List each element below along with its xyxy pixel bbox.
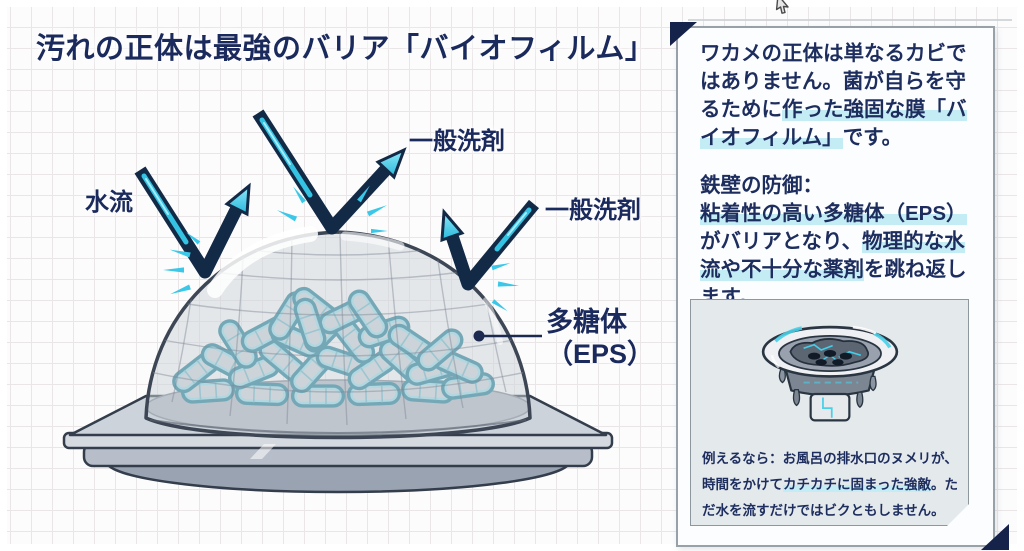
example-box: 例えるなら：お風呂の排水口のヌメリが、時間をかけてカチカチに固まった強敵。ただ水… — [690, 299, 969, 526]
intro-seg1: ワカメの正体は単なるカビではありません。菌が自らを守るために — [700, 42, 967, 121]
example-seg3: 。ただ水を流すだけではビクともしません。 — [702, 477, 958, 518]
info-panel: ワカメの正体は単なるカビではありません。菌が自らを守るために作った強固な膜「バイ… — [670, 22, 1009, 550]
defense-paragraph: 鉄壁の防御：粘着性の高い多糖体（EPS）がバリアとなり、物理的な水流や不十分な薬… — [700, 172, 972, 312]
page-title: 汚れの正体は最強のバリア「バイオフィルム」 — [36, 33, 655, 65]
intro-seg3: です。 — [842, 126, 903, 149]
label-eps-line2: （EPS） — [546, 339, 655, 370]
mouse-cursor — [775, 0, 789, 14]
example-caption: 例えるなら：お風呂の排水口のヌメリが、時間をかけてカチカチに固まった強敵。ただ水… — [691, 443, 968, 524]
label-detergent-right: 一般洗剤 — [545, 197, 641, 224]
label-eps: 多糖体 （EPS） — [546, 306, 654, 371]
defense-seg2: がバリアとなり、 — [700, 230, 863, 253]
defense-highlight-1: 粘着性の高い多糖体（EPS） — [700, 202, 967, 225]
label-eps-line1: 多糖体 — [546, 307, 627, 337]
example-highlight: カチカチに固まった強敵 — [783, 477, 931, 492]
drain-illustration — [742, 306, 918, 438]
corner-triangle-top-left — [670, 22, 697, 46]
divider-line — [688, 19, 1012, 21]
intro-paragraph: ワカメの正体は単なるカビではありません。菌が自らを守るために作った強固な膜「バイ… — [700, 40, 972, 152]
defense-heading: 鉄壁の防御： — [700, 174, 823, 197]
label-water-flow: 水流 — [85, 189, 133, 216]
example-seg1: 例えるなら：お風呂の排水口のヌメリが、時間をかけて — [702, 451, 958, 492]
label-detergent-top: 一般洗剤 — [409, 128, 505, 155]
